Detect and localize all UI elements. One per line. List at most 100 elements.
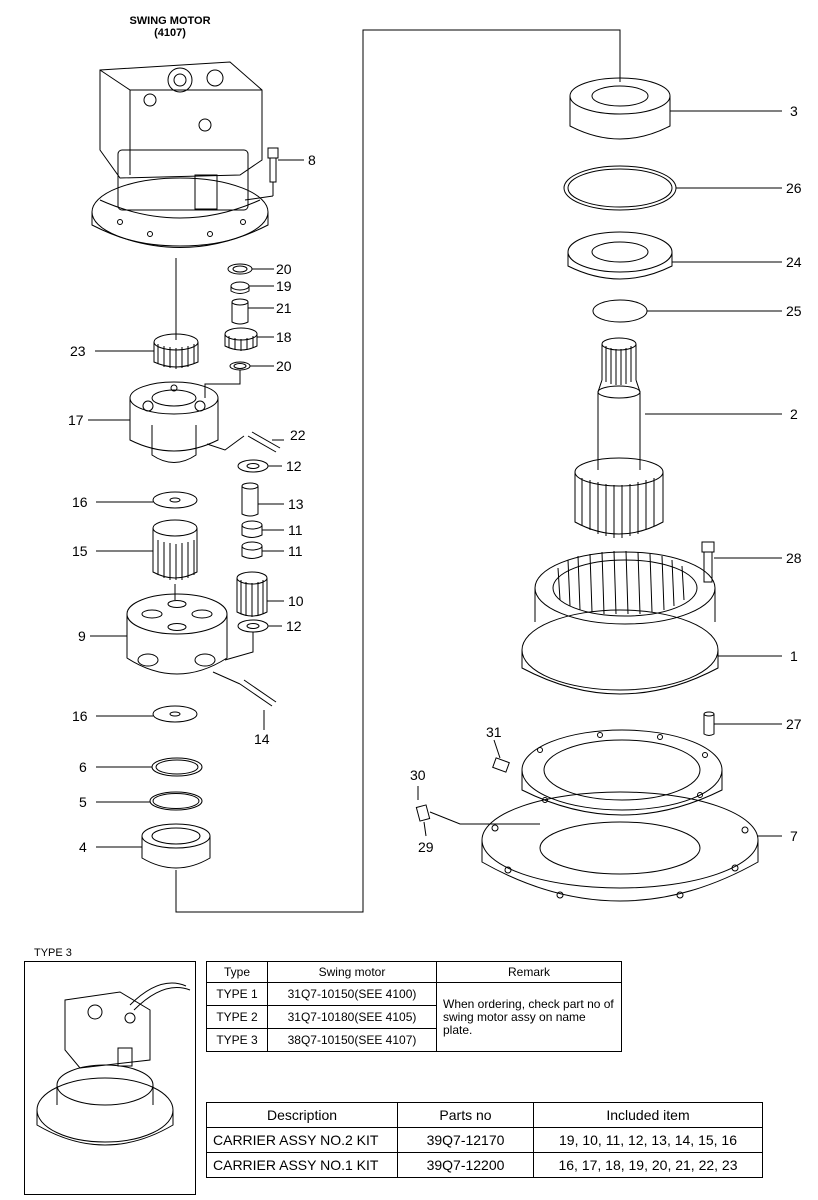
part-15-gear (96, 519, 198, 600)
callout-16b: 16 (72, 708, 88, 724)
part-26-ring (563, 165, 782, 211)
callout-3: 3 (790, 103, 798, 119)
kit-items-cell: 16, 17, 18, 19, 20, 21, 22, 23 (533, 1152, 763, 1178)
callout-5: 5 (79, 794, 87, 810)
callout-10: 10 (288, 593, 304, 609)
callout-18: 18 (276, 329, 292, 345)
kit-header-parts-no: Parts no (397, 1102, 534, 1128)
part-31-plug (492, 739, 510, 773)
callout-2: 2 (790, 406, 798, 422)
motor-cell: 38Q7-10150(SEE 4107) (267, 1028, 437, 1052)
part-22-pin (206, 431, 284, 453)
part-6-snap-ring (96, 757, 203, 777)
table-row: TYPE 1 31Q7-10150(SEE 4100) When orderin… (206, 982, 622, 1052)
callout-25: 25 (786, 303, 802, 319)
table-row: CARRIER ASSY NO.1 KIT 39Q7-12200 16, 17,… (206, 1152, 763, 1178)
part-29-30-name-plate (415, 786, 540, 837)
kit-part-cell: 39Q7-12170 (397, 1127, 534, 1153)
part-14-pin (212, 671, 277, 730)
assembly-connector-line (175, 29, 621, 913)
part-16-thrust-washer-lower (96, 705, 198, 723)
diagram-title-line2: (4107) (154, 27, 186, 39)
part-25-o-ring (592, 299, 782, 323)
part-12-washer-lower (224, 619, 282, 661)
type-cell: TYPE 3 (206, 1028, 268, 1052)
kit-header-description: Description (206, 1102, 398, 1128)
part-24-seal (567, 231, 782, 280)
kit-part-cell: 39Q7-12200 (397, 1152, 534, 1178)
kit-table-header-row: Description Parts no Included item (206, 1102, 763, 1128)
type-cell: TYPE 2 (206, 1005, 268, 1029)
callout-28: 28 (786, 550, 802, 566)
kit-header-included-item: Included item (533, 1102, 763, 1128)
part-1-ring-gear (521, 550, 782, 695)
kit-table: Description Parts no Included item CARRI… (206, 1102, 763, 1178)
callout-21: 21 (276, 300, 292, 316)
swing-motor-type-table: Type Swing motor Remark TYPE 1 31Q7-1015… (206, 961, 622, 1052)
part-23-gear (95, 333, 199, 369)
diagram-title-line1: SWING MOTOR (129, 15, 210, 27)
remark-cell: When ordering, check part no of swing mo… (436, 982, 622, 1052)
callout-8: 8 (308, 152, 316, 168)
callout-30: 30 (410, 767, 426, 783)
callout-17: 17 (68, 412, 84, 428)
part-27-pin (703, 711, 782, 736)
callout-15: 15 (72, 543, 88, 559)
motor-cell: 31Q7-10180(SEE 4105) (267, 1005, 437, 1029)
callout-26: 26 (786, 180, 802, 196)
swing-motor-drawing (91, 61, 269, 248)
part-12-washer-upper (237, 459, 282, 473)
type-cell: TYPE 1 (206, 982, 268, 1006)
type-table-header-type: Type (206, 961, 268, 983)
callout-27: 27 (786, 716, 802, 732)
motor-cell: 31Q7-10150(SEE 4100) (267, 982, 437, 1006)
callout-23: 23 (70, 343, 86, 359)
part-4-bearing (96, 823, 211, 869)
part-10-gear (236, 571, 284, 617)
callout-20a: 20 (276, 261, 292, 277)
callout-16a: 16 (72, 494, 88, 510)
part-5-ring (96, 791, 203, 811)
type3-label: TYPE 3 (34, 947, 72, 959)
type-table-header-motor: Swing motor (267, 961, 437, 983)
part-28-bolt (701, 541, 782, 583)
table-row: TYPE 3 38Q7-10150(SEE 4107) (206, 1028, 622, 1052)
callout-6: 6 (79, 759, 87, 775)
callout-12a: 12 (286, 458, 302, 474)
type-table-header-remark: Remark (436, 961, 622, 983)
callout-11b: 11 (288, 543, 303, 559)
table-row: CARRIER ASSY NO.2 KIT 39Q7-12170 19, 10,… (206, 1127, 763, 1153)
callout-14: 14 (254, 731, 270, 747)
callout-31: 31 (486, 724, 502, 740)
part-17-carrier (88, 381, 219, 463)
type3-motor-illustration (36, 982, 191, 1146)
kit-description-cell: CARRIER ASSY NO.1 KIT (206, 1152, 398, 1178)
part-3-bearing (569, 77, 782, 140)
callout-22: 22 (290, 427, 306, 443)
part-9-carrier (90, 593, 228, 675)
callout-4: 4 (79, 839, 87, 855)
kit-items-cell: 19, 10, 11, 12, 13, 14, 15, 16 (533, 1127, 763, 1153)
callout-7: 7 (790, 828, 798, 844)
type3-frame (24, 961, 196, 1195)
part-2-pinion-shaft (574, 337, 782, 538)
kit-description-cell: CARRIER ASSY NO.2 KIT (206, 1127, 398, 1153)
part-16-thrust-washer-upper (96, 491, 198, 509)
type-table-header-row: Type Swing motor Remark (206, 961, 622, 983)
callout-20b: 20 (276, 358, 292, 374)
part-11-bushings (241, 520, 284, 559)
callout-24: 24 (786, 254, 802, 270)
callout-12b: 12 (286, 618, 302, 634)
part-7-housing (481, 729, 782, 902)
part-13-pin (241, 482, 284, 517)
callout-1: 1 (790, 648, 798, 664)
callout-29: 29 (418, 839, 434, 855)
callout-19: 19 (276, 278, 292, 294)
small-parts-stack-upper (204, 263, 274, 398)
callout-13: 13 (288, 496, 304, 512)
part-8-bolt (244, 147, 304, 201)
callout-11a: 11 (288, 522, 303, 538)
table-row: TYPE 2 31Q7-10180(SEE 4105) (206, 1005, 622, 1029)
callout-9: 9 (78, 628, 86, 644)
